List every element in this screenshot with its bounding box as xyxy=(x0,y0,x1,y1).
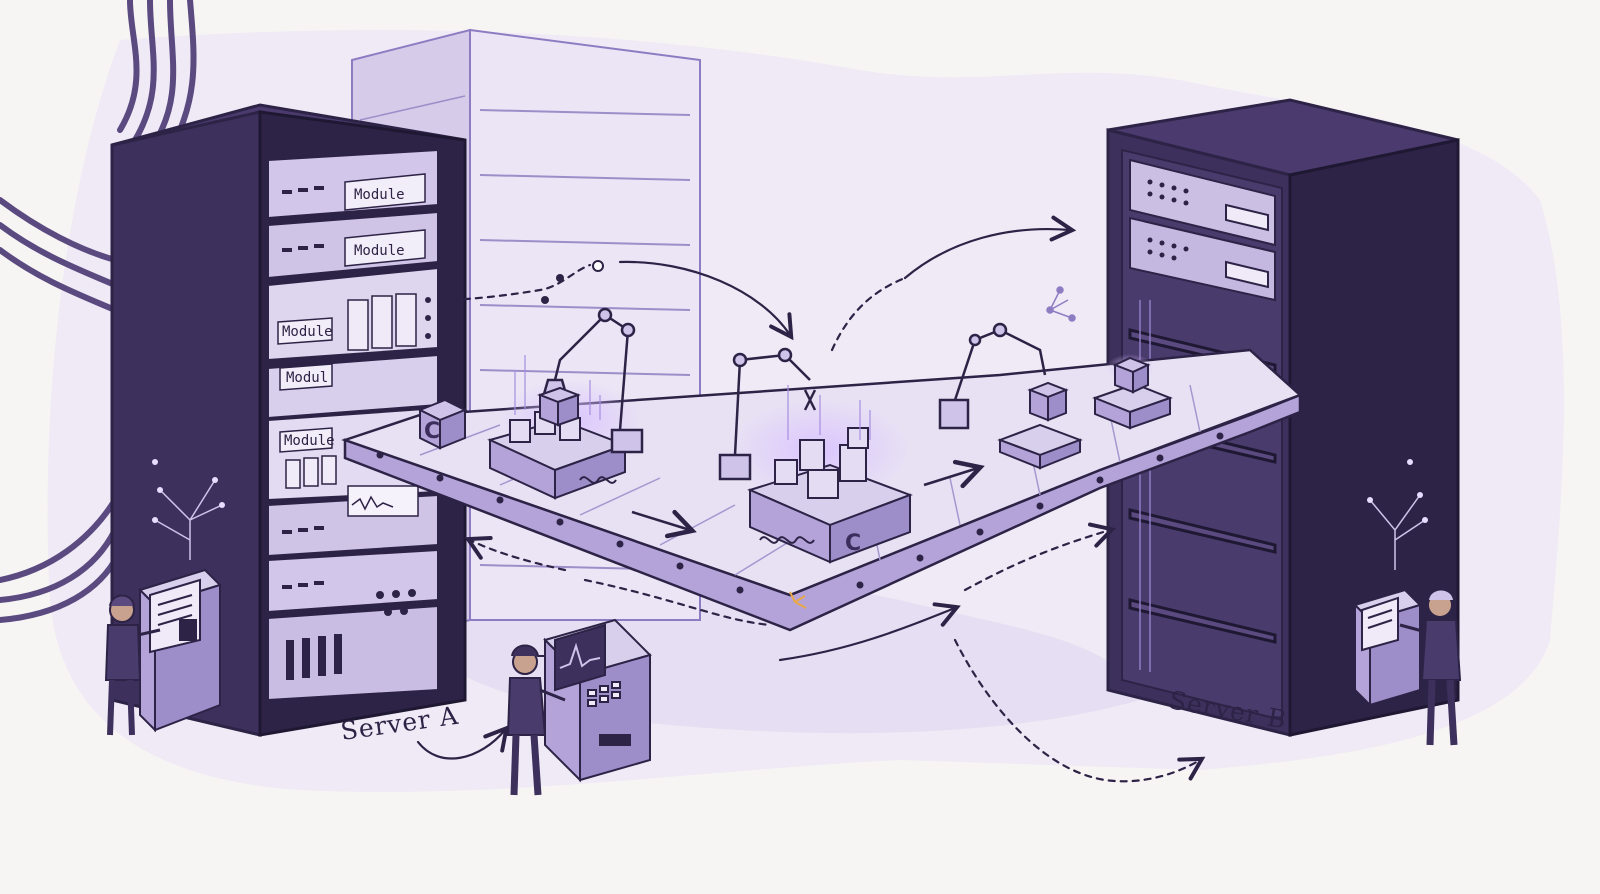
server-a-rack: Module Module Module Modul Module xyxy=(110,103,467,737)
cube-held-3 xyxy=(1027,381,1069,422)
module-tag-2: Module xyxy=(344,229,426,267)
robot-station-3 xyxy=(938,286,1173,470)
module-tag-4: Modul xyxy=(279,363,333,391)
arrow-icon xyxy=(778,602,961,662)
robot-station-2: C xyxy=(718,347,913,564)
server-b-vents xyxy=(1147,179,1189,261)
module-tag-1-text: Module xyxy=(354,187,405,203)
arrow-icon xyxy=(464,536,567,572)
arrow-icon xyxy=(830,276,907,352)
arrow-icon xyxy=(438,263,592,302)
server-b-units xyxy=(1129,158,1276,302)
arrow-icon xyxy=(583,578,772,627)
data-particles-1 xyxy=(514,355,601,420)
robot-station-1 xyxy=(487,307,644,500)
coil-cables-1 xyxy=(579,476,617,484)
module-tag-2-text: Module xyxy=(354,243,405,259)
worker-left xyxy=(104,568,222,736)
cube-glyph: C xyxy=(424,419,440,444)
arrow-icon xyxy=(618,260,794,341)
control-terminal-icon xyxy=(1353,588,1422,708)
worker-icon xyxy=(104,594,161,736)
robot-arm-icon xyxy=(938,322,1047,430)
arrow-icon xyxy=(416,725,510,760)
data-particles-2 xyxy=(787,385,871,440)
server-a-indicators xyxy=(282,186,431,680)
worker-icon xyxy=(506,644,566,796)
worker-icon xyxy=(1399,588,1462,746)
worker-center xyxy=(506,618,652,796)
robot-arm-icon xyxy=(542,307,644,454)
flow-arrows xyxy=(416,215,1206,783)
network-node-icon xyxy=(1046,286,1076,322)
arrow-icon xyxy=(953,638,1206,783)
module-tag-5: Module xyxy=(279,427,335,453)
module-tag-5-text: Module xyxy=(284,433,335,449)
module-tag-3: Module xyxy=(277,317,333,345)
circuit-tree-left xyxy=(152,459,225,560)
coil-cables-2 xyxy=(759,536,815,544)
spark-icon xyxy=(789,591,807,609)
container-stack-2 xyxy=(774,427,869,499)
cube-held-1 xyxy=(537,386,581,427)
belt-direction-arrow-2 xyxy=(923,459,985,489)
module-tag-4-text: Modul xyxy=(286,370,328,386)
control-terminal-icon xyxy=(138,568,222,733)
control-terminal-icon xyxy=(543,618,652,783)
station-2-glyph: C xyxy=(845,531,861,556)
belt-rivets xyxy=(376,432,1224,594)
module-tag-3-text: Module xyxy=(282,324,333,340)
module-tag-1: Module xyxy=(344,173,426,211)
robot-arm-icon xyxy=(718,347,817,481)
circuit-tree-right xyxy=(1367,459,1428,570)
arrow-icon xyxy=(903,215,1077,280)
belt-direction-arrow-1 xyxy=(631,509,697,539)
worker-right xyxy=(1353,588,1462,746)
cube-top-3 xyxy=(1106,354,1154,394)
server-a-drives xyxy=(285,293,419,517)
container-cube-icon: C xyxy=(417,398,468,450)
